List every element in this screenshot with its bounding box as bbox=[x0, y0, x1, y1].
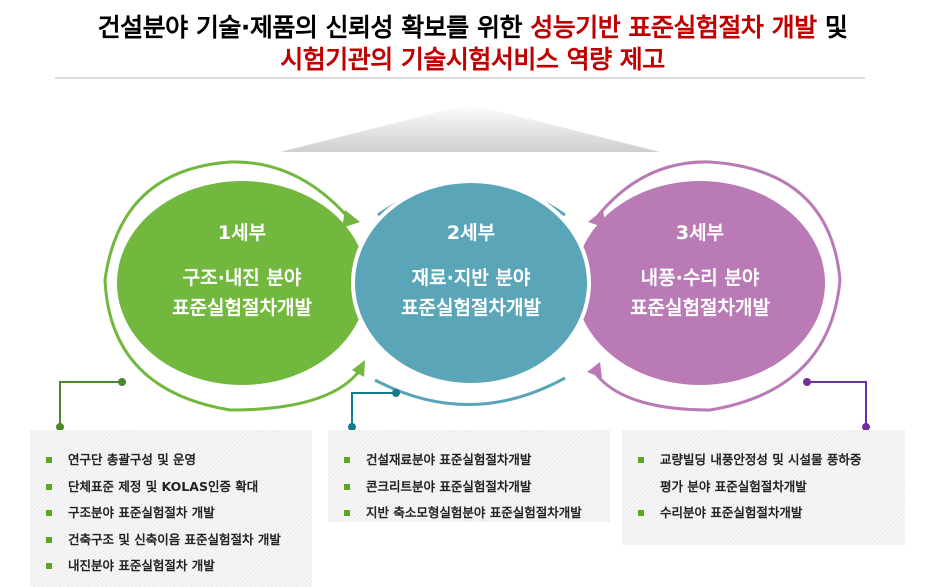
bullet-icon bbox=[46, 510, 52, 516]
purple-cycle-arrow bbox=[591, 160, 842, 412]
bullet-icon bbox=[46, 536, 52, 543]
teal-connector bbox=[351, 392, 396, 427]
bullet-icon bbox=[638, 457, 644, 463]
list-item: 구조분야 표준실험절차 개발 bbox=[46, 500, 312, 527]
circle-2-teal bbox=[351, 179, 591, 387]
circle-3-line1: 내풍·수리 분야 bbox=[640, 267, 760, 289]
circle-1-line2: 표준실험절차개발 bbox=[172, 297, 312, 319]
circle-1-green bbox=[117, 181, 367, 385]
circle-3-line2: 표준실험절차개발 bbox=[630, 297, 770, 319]
list-item: 수리분야 표준실험절차개발 bbox=[638, 500, 905, 527]
circle-2-line2: 표준실험절차개발 bbox=[401, 297, 541, 319]
green-arrowhead-bottom bbox=[352, 360, 365, 377]
list-item: 콘크리트분야 표준실험절차개발 bbox=[344, 474, 610, 501]
list-item: 연구단 총괄구성 및 운영 bbox=[46, 447, 312, 474]
item-text: 구조분야 표준실험절차 개발 bbox=[68, 505, 215, 520]
item-text-continuation: 평가 분야 표준실험절차개발 bbox=[660, 478, 807, 494]
green-cycle-arrow bbox=[103, 160, 362, 412]
circle-3-purple bbox=[575, 181, 825, 385]
circle-3-number: 3세부 bbox=[675, 222, 725, 244]
bullet-icon bbox=[46, 457, 52, 463]
title-red-text: 성능기반 표준실험절차 개발 bbox=[530, 13, 817, 42]
title-line-2: 시험기관의 기술시험서비스 역량 제고 bbox=[280, 45, 665, 74]
bullet-icon bbox=[46, 483, 52, 490]
item-text: 건축구조 및 신축이음 표준실험절차 개발 bbox=[68, 531, 281, 547]
item-text: 콘크리트분야 표준실험절차개발 bbox=[366, 478, 532, 494]
purple-arrowhead-bottom bbox=[587, 362, 602, 378]
circle-2-number: 2세부 bbox=[446, 222, 496, 244]
item-text: 내진분야 표준실험절차 개발 bbox=[68, 558, 215, 573]
green-connector bbox=[59, 381, 122, 427]
circle-1-number: 1세부 bbox=[217, 222, 267, 244]
list-item: 지반 축소모형실험분야 표준실험절차개발 bbox=[344, 500, 610, 527]
bullet-icon bbox=[344, 510, 350, 516]
bullet-icon bbox=[344, 483, 350, 490]
title-divider bbox=[55, 77, 865, 79]
item-text: 연구단 총괄구성 및 운영 bbox=[68, 452, 197, 467]
title-line-1: 건설분야 기술·제품의 신뢰성 확보를 위한 성능기반 표준실험절차 개발 및 bbox=[0, 12, 945, 44]
item-text: 건설재료분야 표준실험절차개발 bbox=[366, 452, 532, 467]
purple-connector bbox=[807, 381, 867, 427]
circle-1-line1: 구조·내진 분야 bbox=[182, 267, 302, 289]
list-item: 건설재료분야 표준실험절차개발 bbox=[344, 447, 610, 474]
list-item: 내진분야 표준실험절차 개발 bbox=[46, 553, 312, 580]
item-text: 수리분야 표준실험절차개발 bbox=[660, 505, 803, 520]
title-black-text: 건설분야 기술·제품의 신뢰성 확보를 위한 bbox=[97, 13, 531, 42]
box-1: 연구단 총괄구성 및 운영 단체표준 제정 및 KOLAS인증 확대 구조분야 … bbox=[30, 430, 312, 587]
bullet-icon bbox=[638, 510, 644, 516]
list-item: 단체표준 제정 및 KOLAS인증 확대 bbox=[46, 474, 312, 501]
green-arrowhead bbox=[342, 210, 360, 228]
bullet-icon bbox=[46, 563, 52, 569]
circle-2-line1: 재료·지반 분야 bbox=[411, 267, 531, 289]
box-2: 건설재료분야 표준실험절차개발 콘크리트분야 표준실험절차개발 지반 축소모형실… bbox=[328, 430, 610, 522]
item-text: 교량빌딩 내풍안정성 및 시설물 풍하중 bbox=[660, 452, 862, 467]
item-text: 단체표준 제정 및 KOLAS인증 확대 bbox=[68, 478, 259, 494]
list-item: 건축구조 및 신축이음 표준실험절차 개발 bbox=[46, 527, 312, 554]
bullet-icon bbox=[344, 457, 350, 463]
upward-arrow bbox=[280, 104, 660, 152]
title-end-text: 및 bbox=[816, 13, 848, 42]
item-text: 지반 축소모형실험분야 표준실험절차개발 bbox=[366, 505, 582, 520]
